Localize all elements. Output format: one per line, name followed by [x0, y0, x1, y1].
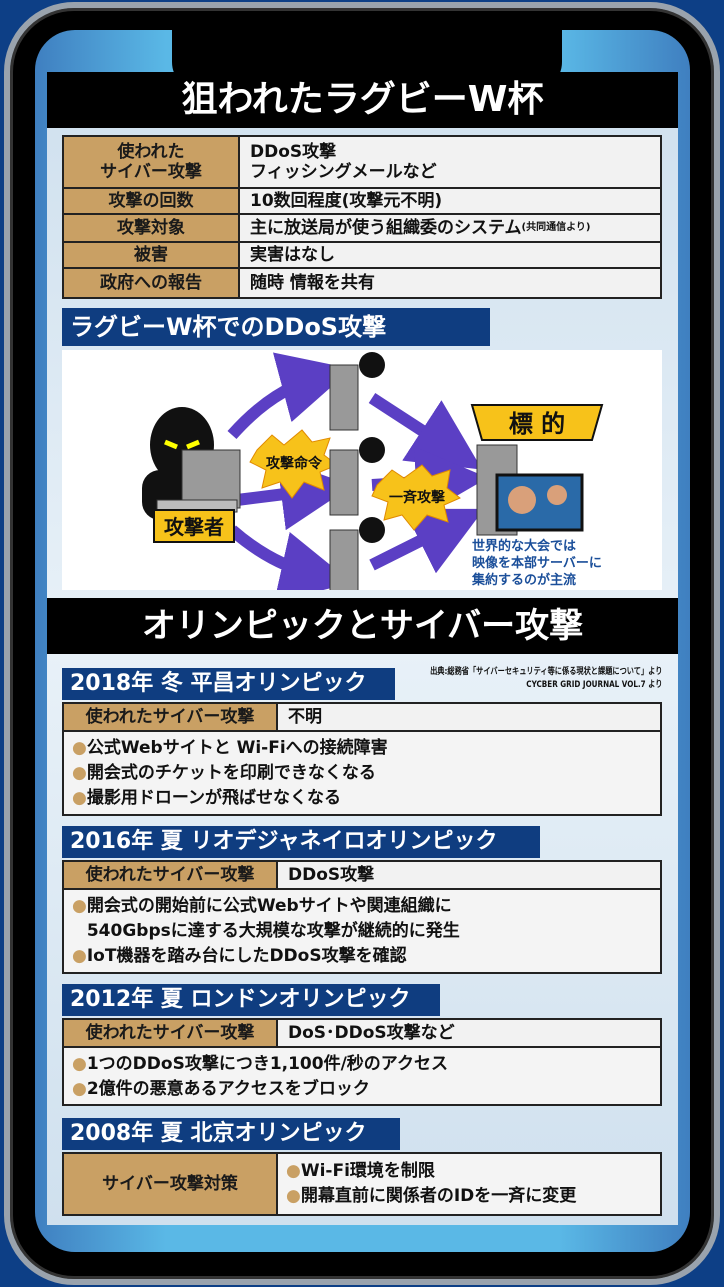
value-text: 主に放送局が使う組織委のシステム — [250, 218, 522, 238]
simultaneous-attack-label: 一斉攻撃 — [389, 489, 445, 506]
bullet-icon: ● — [72, 946, 87, 966]
event-measures-label: サイバー攻撃対策 — [62, 1152, 278, 1216]
bullet-item: ●開会式の開始前に公式Webサイトや関連組織に 540Gbpsに達する大規模な攻… — [72, 894, 652, 944]
bullet-icon: ● — [72, 896, 87, 916]
bot-servers — [329, 364, 359, 596]
ddos-diagram: 攻撃者 攻撃命令 一斉攻撃 標 的 世界的な大会では 映像を本部サーバーに 集約… — [62, 350, 662, 603]
event-header: 2008年 夏 北京オリンピック — [62, 1118, 400, 1150]
bullet-icon: ● — [72, 788, 87, 808]
source-line: CYCBER GRID JOURNAL VOL.7 より — [525, 680, 662, 690]
bullet-icon: ● — [72, 738, 87, 758]
event-details: ●開会式の開始前に公式Webサイトや関連組織に 540Gbpsに達する大規模な攻… — [62, 890, 662, 974]
event-measures: ●Wi-Fi環境を制限●開幕直前に関係者のIDを一斉に変更 — [278, 1152, 662, 1216]
command-label: 攻撃命令 — [266, 455, 323, 472]
bullet-text: 開幕直前に関係者のIDを一斉に変更 — [300, 1186, 577, 1206]
source-line: 出典:総務省「サイバーセキュリティ等に係る現状と課題について」より — [429, 667, 662, 677]
value-text: 随時 情報を共有 — [250, 273, 375, 293]
rugby-row-label: 攻撃対象 — [62, 213, 240, 243]
bullet-text: 撮影用ドローンが飛ばせなくなる — [86, 788, 341, 808]
bullet-text: 1つのDDoS攻撃につき1,100件/秒のアクセス — [86, 1054, 448, 1074]
rugby-row-value: 主に放送局が使う組織委のシステム(共同通信より) — [240, 213, 662, 243]
bullet-text: 開会式のチケットを印刷できなくなる — [86, 763, 376, 783]
event-header: 2012年 夏 ロンドンオリンピック — [62, 984, 440, 1016]
bullet-text: 2億件の悪意あるアクセスをブロック — [86, 1079, 370, 1099]
rugby-row-label: 政府への報告 — [62, 267, 240, 299]
bullet-item: ●開会式のチケットを印刷できなくなる — [72, 761, 652, 786]
caption-line: 世界的な大会では — [472, 538, 576, 554]
event-attack-value: DDoS攻撃 — [278, 860, 662, 890]
event-attack-value: 不明 — [278, 702, 662, 732]
bullet-item: ●1つのDDoS攻撃につき1,100件/秒のアクセス — [72, 1052, 652, 1077]
bullet-text: IoT機器を踏み台にしたDDoS攻撃を確認 — [86, 946, 407, 966]
skull-icons — [359, 352, 385, 543]
rugby-row-value: 実害はなし — [240, 241, 662, 269]
event-attack-value: DoS･DDoS攻撃など — [278, 1018, 662, 1048]
source-note: (共同通信より) — [521, 222, 591, 233]
bullet-icon: ● — [286, 1186, 301, 1206]
caption-line: 映像を本部サーバーに — [472, 555, 602, 571]
rugby-row-value: DDoS攻撃 フィッシングメールなど — [240, 135, 662, 189]
bullet-text: 開会式の開始前に公式Webサイトや関連組織に 540Gbpsに達する大規模な攻撃… — [86, 896, 460, 941]
bullet-text: 公式Webサイトと Wi-Fiへの接続障害 — [86, 738, 388, 758]
rugby-row-value: 10数回程度(攻撃元不明) — [240, 187, 662, 215]
rugby-row-label: 使われた サイバー攻撃 — [62, 135, 240, 189]
rugby-row-label: 被害 — [62, 241, 240, 269]
event-details: ●1つのDDoS攻撃につき1,100件/秒のアクセス●2億件の悪意あるアクセスを… — [62, 1048, 662, 1106]
bullet-item: ●2億件の悪意あるアクセスをブロック — [72, 1077, 652, 1102]
page-title: 狙われたラグビーW杯 — [47, 72, 678, 128]
bullet-item: ●IoT機器を踏み台にしたDDoS攻撃を確認 — [72, 944, 652, 969]
attacker-label: 攻撃者 — [164, 515, 224, 539]
ddos-section-title: ラグビーW杯でのDDoS攻撃 — [62, 308, 490, 346]
value-text: 実害はなし — [250, 245, 335, 265]
event-details: ●公式Webサイトと Wi-Fiへの接続障害●開会式のチケットを印刷できなくなる… — [62, 732, 662, 816]
bullet-item: ●開幕直前に関係者のIDを一斉に変更 — [286, 1184, 652, 1209]
target-label: 標 的 — [509, 410, 565, 438]
bullet-item: ●Wi-Fi環境を制限 — [286, 1159, 652, 1184]
value-text: 10数回程度(攻撃元不明) — [250, 191, 443, 211]
attacker-icon — [142, 407, 241, 520]
rugby-row-value: 随時 情報を共有 — [240, 267, 662, 299]
bullet-icon: ● — [286, 1161, 301, 1181]
event-header: 2018年 冬 平昌オリンピック — [62, 668, 395, 700]
bullet-text: Wi-Fi環境を制限 — [300, 1161, 435, 1181]
bullet-item: ●公式Webサイトと Wi-Fiへの接続障害 — [72, 736, 652, 761]
bullet-icon: ● — [72, 1079, 87, 1099]
source-note: 出典:総務省「サイバーセキュリティ等に係る現状と課題について」より CYCBER… — [372, 666, 662, 692]
value-text: DDoS攻撃 フィッシングメールなど — [250, 142, 437, 182]
bullet-icon: ● — [72, 1054, 87, 1074]
caption-line: 集約するのが主流 — [471, 572, 576, 588]
bullet-icon: ● — [72, 763, 87, 783]
olympics-title: オリンピックとサイバー攻撃 — [47, 598, 678, 654]
event-attack-label: 使われたサイバー攻撃 — [62, 702, 278, 732]
event-attack-label: 使われたサイバー攻撃 — [62, 1018, 278, 1048]
event-attack-label: 使われたサイバー攻撃 — [62, 860, 278, 890]
event-header: 2016年 夏 リオデジャネイロオリンピック — [62, 826, 540, 858]
bullet-item: ●撮影用ドローンが飛ばせなくなる — [72, 786, 652, 811]
rugby-row-label: 攻撃の回数 — [62, 187, 240, 215]
